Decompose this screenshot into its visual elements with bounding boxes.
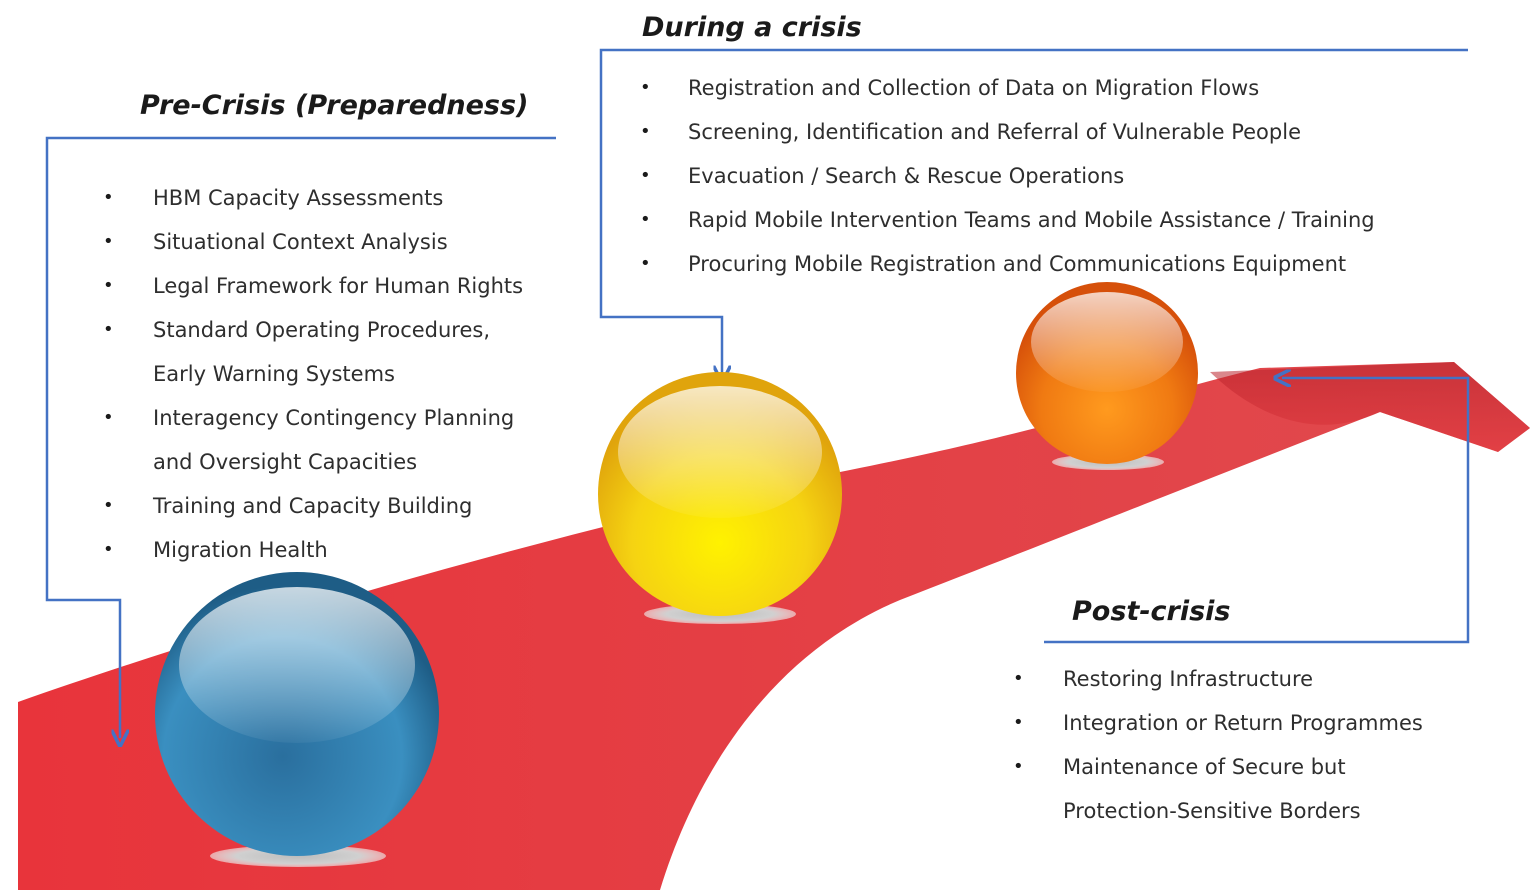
list-item: Training and Capacity Building — [103, 484, 523, 528]
heading-post-crisis: Post-crisis — [1072, 596, 1231, 627]
shadow-pre — [210, 845, 386, 867]
list-item: Legal Framework for Human Rights — [103, 264, 523, 308]
list-item: HBM Capacity Assessments — [103, 176, 523, 220]
list-item: Interagency Contingency Planning — [103, 396, 523, 440]
connector-post — [1044, 378, 1470, 644]
list-item: Integration or Return Programmes — [1013, 701, 1423, 745]
list-item-continuation: Early Warning Systems — [153, 362, 395, 386]
list-item: Restoring Infrastructure — [1013, 657, 1423, 701]
list-item: Situational Context Analysis — [103, 220, 523, 264]
sphere-pre — [155, 572, 439, 856]
heading-during-crisis: During a crisis — [642, 12, 862, 43]
connector-pre — [45, 136, 556, 738]
list-during-crisis: Registration and Collection of Data on M… — [640, 66, 1375, 286]
list-item-continuation: and Oversight Capacities — [153, 450, 418, 474]
list-pre-crisis: HBM Capacity Assessments Situational Con… — [103, 176, 523, 572]
sphere-post — [1016, 282, 1198, 464]
connector-during — [599, 48, 1468, 374]
list-item: Maintenance of Secure but — [1013, 745, 1423, 789]
heading-pre-crisis: Pre-Crisis (Preparedness) — [140, 90, 529, 121]
list-item: Standard Operating Procedures, — [103, 308, 523, 352]
list-post-crisis: Restoring Infrastructure Integration or … — [1013, 657, 1423, 833]
list-item: Procuring Mobile Registration and Commun… — [640, 242, 1375, 286]
sphere-during — [598, 372, 842, 616]
list-item: Migration Health — [103, 528, 523, 572]
list-item: Rapid Mobile Intervention Teams and Mobi… — [640, 198, 1375, 242]
list-item-continuation: Protection-Sensitive Borders — [1063, 799, 1361, 823]
list-item: Screening, Identification and Referral o… — [640, 110, 1375, 154]
list-item: Registration and Collection of Data on M… — [640, 66, 1375, 110]
list-item: Evacuation / Search & Rescue Operations — [640, 154, 1375, 198]
